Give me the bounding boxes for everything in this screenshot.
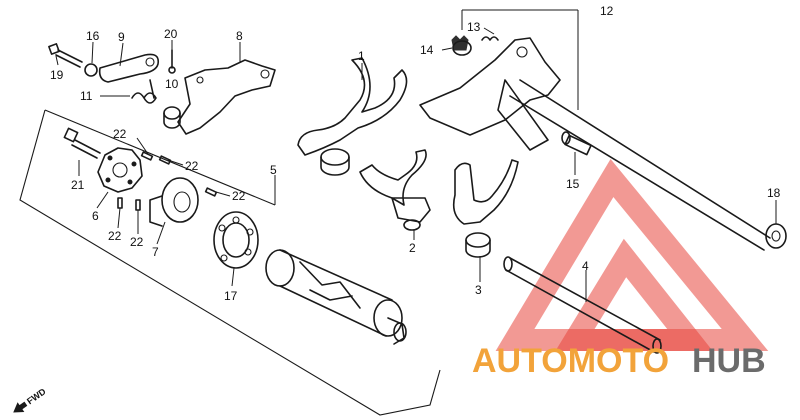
callout-labels: 1 2 3 4 5 6 7 8 9 10 11 12 13 14 15 16 1…: [50, 4, 781, 303]
fwd-label: FWD: [25, 386, 48, 406]
callout-3: 3: [475, 283, 482, 297]
part-20-pin: [168, 49, 176, 74]
forward-direction-indicator: FWD: [13, 386, 48, 413]
callout-6: 6: [92, 209, 99, 223]
part-14-roller: [451, 35, 472, 56]
part-13-spring: [481, 36, 499, 41]
part-4-fork-shaft: [503, 256, 662, 354]
arrow-left-icon: [13, 401, 28, 413]
part-3-shift-fork: [452, 159, 519, 258]
watermark-text-gray: HUB: [692, 342, 766, 380]
part-12-shift-spindle: [419, 37, 771, 251]
callout-14: 14: [420, 43, 434, 57]
watermark-logo: [495, 158, 769, 351]
leader-lines: [55, 9, 777, 302]
callout-18: 18: [767, 186, 781, 200]
callout-11: 11: [80, 89, 93, 103]
watermark-text-orange: AUTOMOTO: [472, 342, 669, 380]
part-9-stopper-arm: [98, 53, 160, 83]
callout-13: 13: [467, 20, 481, 34]
callout-22c: 22: [232, 189, 246, 203]
callout-22d: 22: [108, 229, 122, 243]
watermark-wordmark: AUTOMOTO HUB: [472, 342, 766, 380]
callout-22e: 22: [130, 235, 144, 249]
callout-10: 10: [165, 77, 179, 91]
callout-4: 4: [582, 259, 589, 273]
callout-22a: 22: [113, 127, 127, 141]
callout-9: 9: [118, 30, 125, 44]
part-21-bolt: [63, 127, 101, 159]
part-6-drum-center: [97, 147, 143, 193]
callout-15: 15: [566, 177, 580, 191]
assembly-boundary: [19, 109, 441, 416]
callout-21: 21: [71, 178, 85, 192]
callout-12: 12: [600, 4, 614, 18]
callout-16: 16: [86, 29, 100, 43]
part-11-spring: [131, 79, 157, 104]
part-22-dowel-pins: [117, 151, 218, 211]
part-5-shift-drum: [265, 249, 407, 345]
part-1-shift-fork: [297, 57, 408, 176]
callout-5: 5: [270, 163, 277, 177]
callout-2: 2: [409, 241, 416, 255]
part-16-washer: [84, 63, 98, 77]
part-17-bearing: [213, 211, 259, 269]
part-8-guide-plate: [177, 59, 276, 135]
part-7-drum-plate: [149, 177, 199, 227]
callout-19: 19: [50, 68, 64, 82]
part-18-oil-seal: [765, 223, 787, 249]
part-2-shift-fork: [359, 149, 431, 231]
part-15-spring-pin: [561, 131, 592, 156]
callout-8: 8: [236, 29, 243, 43]
part-19-bolt: [48, 43, 83, 68]
callout-7: 7: [152, 245, 159, 259]
watermark-triangle-inner: [555, 238, 713, 351]
callout-1: 1: [358, 49, 365, 63]
callout-20: 20: [164, 27, 178, 41]
part-10-collar: [163, 106, 181, 129]
callout-17: 17: [224, 289, 238, 303]
callout-22b: 22: [185, 159, 199, 173]
